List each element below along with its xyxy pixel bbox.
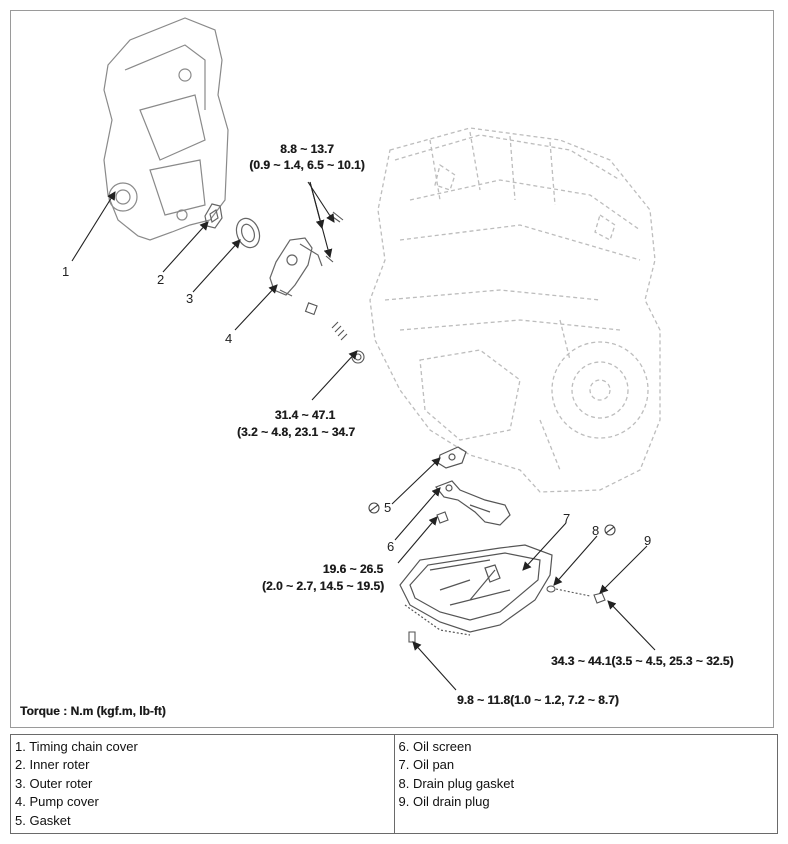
drain-plug-parts (546, 585, 606, 604)
screen-bolt (436, 511, 449, 524)
pan-bolt (408, 631, 416, 643)
torque-cover-bolts-nm: 8.8 ~ 13.7 (280, 142, 334, 156)
callout-4: 4 (225, 331, 233, 346)
torque-unit-note: Torque : N.m (kgf.m, lb-ft) (20, 704, 166, 718)
outer-rotor (235, 217, 261, 249)
relief-valve-parts (304, 302, 365, 364)
non-reusable-symbols (368, 502, 616, 536)
oil-screen (435, 480, 511, 526)
torque-drain-plug: 34.3 ~ 44.1(3.5 ~ 4.5, 25.3 ~ 32.5) (551, 654, 734, 668)
callout-8: 8 (592, 523, 600, 538)
legend-item: 6. Oil screen (398, 739, 472, 754)
parts-legend-table: 1. Timing chain cover 2. Inner roter 3. … (10, 733, 778, 835)
torque-relief-plug-nm: 31.4 ~ 47.1 (274, 408, 336, 422)
callout-5: 5 (384, 500, 392, 515)
legend-column-right: 6. Oil screen 7. Oil pan 8. Drain plug g… (393, 733, 778, 835)
legend-item: 8. Drain plug gasket (398, 775, 515, 791)
legend-item: 1. Timing chain cover (15, 739, 138, 754)
legend-item: 5. Gasket (15, 812, 71, 828)
diagram-frame (10, 10, 774, 728)
legend-item: 2. Inner roter (15, 757, 90, 773)
leader-lines (71, 181, 656, 691)
oil-pan (399, 544, 553, 636)
legend-item: 4. Pump cover (15, 794, 99, 810)
legend-item: 7. Oil pan (398, 757, 455, 773)
callout-1: 1 (62, 264, 70, 279)
torque-pan-bolt: 9.8 ~ 11.8(1.0 ~ 1.2, 7.2 ~ 8.7) (457, 693, 619, 707)
callout-2: 2 (157, 272, 165, 287)
torque-cover-bolts-alt: (0.9 ~ 1.4, 6.5 ~ 10.1) (249, 158, 365, 172)
timing-chain-cover (103, 17, 229, 241)
pump-cover (269, 237, 323, 297)
callout-3: 3 (186, 291, 194, 306)
torque-oil-screen-alt: (2.0 ~ 2.7, 14.5 ~ 19.5) (261, 579, 385, 593)
callout-9: 9 (644, 533, 652, 548)
legend-column-left: 1. Timing chain cover 2. Inner roter 3. … (10, 733, 395, 835)
callout-6: 6 (387, 539, 395, 554)
engine-block (369, 127, 661, 493)
legend-item: 3. Outer roter (15, 775, 93, 791)
callout-7: 7 (563, 511, 571, 526)
torque-relief-plug-alt: (3.2 ~ 4.8, 23.1 ~ 34.7 (236, 425, 356, 439)
cover-bolts (325, 211, 344, 263)
torque-oil-screen-nm: 19.6 ~ 26.5 (322, 562, 384, 576)
legend-item: 9. Oil drain plug (398, 794, 490, 810)
